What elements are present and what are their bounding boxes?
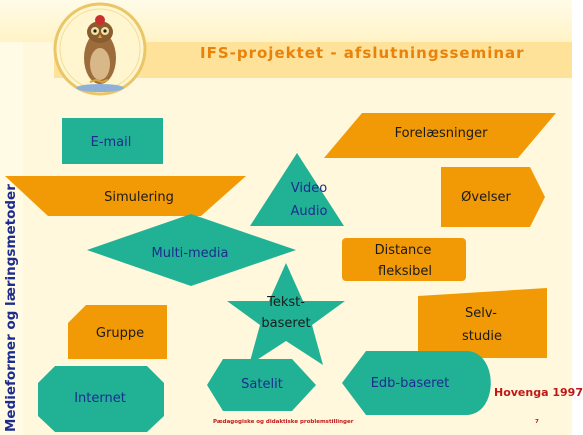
- label-oevelser: Øvelser: [461, 190, 511, 205]
- slide-title: IFS-projektet - afslutningsseminar: [200, 44, 525, 62]
- label-satelit: Satelit: [241, 377, 283, 392]
- footer-text: Pædagogiske og didaktiske problemstillin…: [213, 419, 354, 425]
- side-bar: [0, 42, 23, 435]
- label-baseret: baseret: [261, 316, 311, 331]
- shape-selvstudie: [418, 288, 547, 358]
- label-email: E-mail: [90, 135, 132, 150]
- shape-tekst: [227, 263, 345, 365]
- page-number: 7: [535, 419, 539, 425]
- label-fleksibel: fleksibel: [378, 264, 432, 279]
- shape-email: [62, 118, 163, 164]
- label-simulering: Simulering: [104, 190, 174, 205]
- shape-video-audio: [250, 153, 344, 226]
- owl-icon: [53, 2, 147, 96]
- shape-gruppe: [68, 305, 167, 359]
- shape-edb: [342, 351, 491, 415]
- shape-multimedia: [87, 214, 296, 286]
- shape-satelit: [207, 359, 316, 411]
- label-edb: Edb-baseret: [370, 376, 450, 391]
- shape-oevelser: [441, 167, 545, 227]
- shape-internet: [38, 366, 164, 432]
- label-multimedia: Multi-media: [151, 246, 229, 261]
- label-forelaesninger: Forelæsninger: [394, 126, 488, 141]
- label-tekst: Tekst-: [267, 295, 305, 310]
- label-audio: Audio: [290, 204, 328, 219]
- shape-forelaesninger: [324, 113, 556, 158]
- label-distance: Distance: [374, 243, 432, 258]
- label-selv: Selv-: [465, 306, 497, 321]
- shape-simulering: [5, 176, 246, 216]
- label-video: Video: [290, 181, 328, 196]
- author: Hovenga 1997: [494, 386, 583, 399]
- label-internet: Internet: [74, 391, 126, 406]
- shape-distance: [342, 238, 466, 281]
- label-studie: studie: [462, 329, 502, 344]
- label-gruppe: Gruppe: [95, 326, 145, 341]
